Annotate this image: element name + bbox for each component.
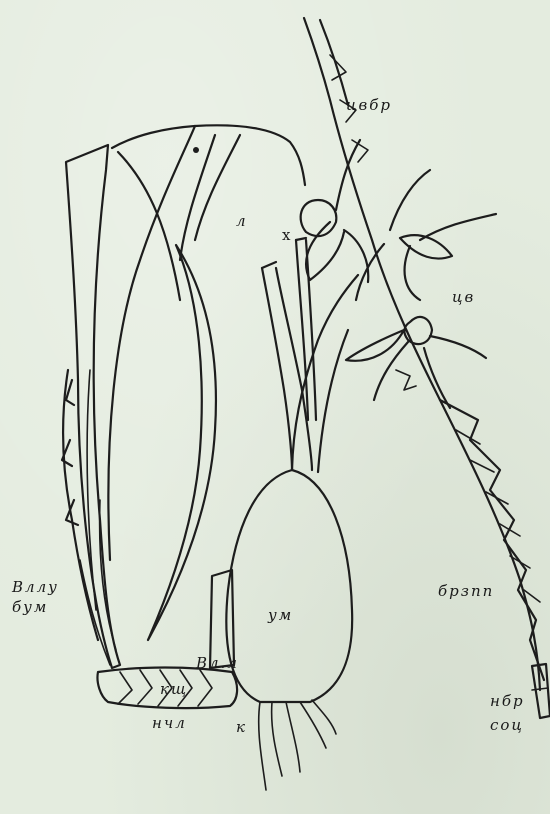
label-leaf: л [236,214,248,229]
label-bum: бум [12,600,48,615]
label-pseudobulb: ум [268,608,293,623]
label-lower-part: нчл [152,716,187,731]
pseudobulb [210,238,358,702]
label-lower-bract: нбр [490,694,525,709]
inflorescence [304,18,550,718]
label-flower-bract: цвбр [346,98,392,113]
label-flower: цв [452,290,475,305]
label-root-k: к [236,720,247,735]
label-cut-mark: x [282,228,292,243]
flowers [301,140,496,408]
label-sheath-leaf-u: Вллу [12,580,59,595]
label-scale: кщ [160,682,188,697]
label-sheath-leaf: Вл.л [196,656,239,671]
sheathing-leaves [62,370,110,665]
roots [259,700,336,790]
label-brzpp: брзпп [438,584,494,599]
label-infructescence: соц [490,718,524,733]
leaf [66,125,305,668]
